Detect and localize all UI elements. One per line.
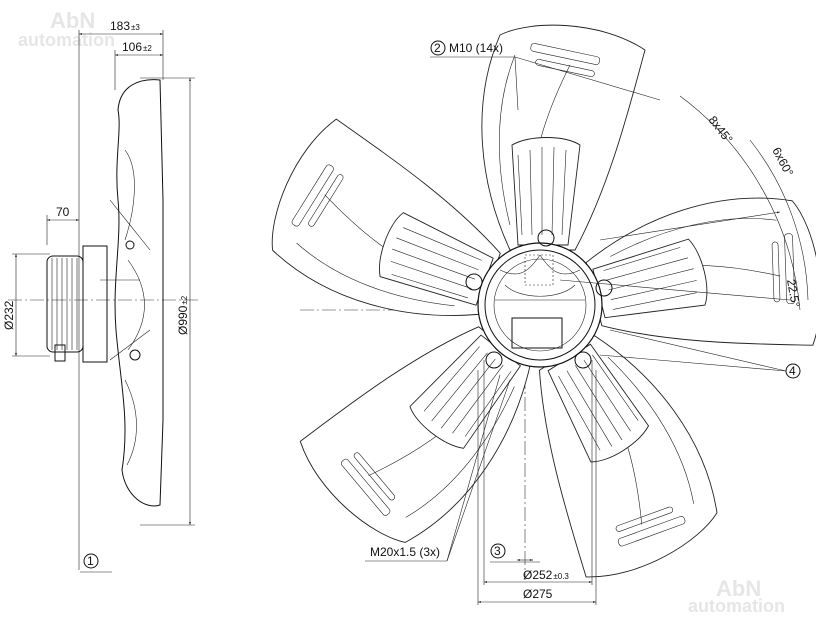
watermark-bottom-right: AbN automation <box>688 576 785 616</box>
angle-8x45: 8x45° <box>706 113 736 146</box>
cable-gland-callout: M20x1.5 (3x) <box>365 374 511 562</box>
dim-fan-diameter: Ø990±2 <box>176 295 190 335</box>
angle-6x60: 6x60° <box>769 145 796 179</box>
front-view: 8x45° 6x60° 22.5° 2 M10 (14x) 4 M20x1.5 … <box>256 24 816 605</box>
callout-3: 3 <box>490 543 506 559</box>
watermark-top-left: AbN automation <box>18 8 115 50</box>
dim-hub-diameter: Ø275 <box>523 587 553 601</box>
svg-text:AbN: AbN <box>50 8 95 33</box>
svg-text:M20x1.5 (3x): M20x1.5 (3x) <box>370 545 440 559</box>
svg-text:1: 1 <box>87 554 94 568</box>
svg-text:AbN: AbN <box>716 576 761 601</box>
dim-blade-depth: 106±2 <box>122 40 152 54</box>
svg-text:3: 3 <box>494 544 501 558</box>
fan-blade <box>481 24 646 251</box>
side-view: 183±3 106±2 70 Ø232 Ø990±2 1 <box>2 19 200 573</box>
dim-motor: 70 <box>56 205 70 219</box>
callout-2-mounting-screws: 2 M10 (14x) <box>430 40 661 111</box>
dim-bolt-circle: Ø252±0.3 <box>523 568 569 582</box>
angle-22-5: 22.5° <box>784 278 803 308</box>
svg-text:automation: automation <box>18 30 115 50</box>
callout-1: 1 <box>80 553 112 573</box>
svg-text:M10 (14x): M10 (14x) <box>449 41 503 55</box>
svg-text:2: 2 <box>434 41 441 55</box>
dim-motor-diameter: Ø232 <box>2 300 16 330</box>
svg-text:4: 4 <box>789 364 796 378</box>
dim-total-depth: 183±3 <box>110 19 140 33</box>
callout-4: 4 <box>599 329 801 379</box>
svg-text:automation: automation <box>688 596 785 616</box>
